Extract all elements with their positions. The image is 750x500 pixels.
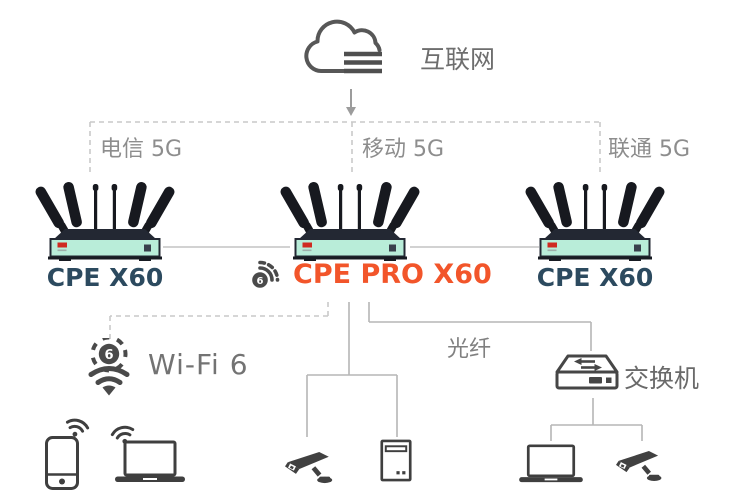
uplink-label-mobile-5g: 移动 5G <box>362 137 445 162</box>
wifi6-label: Wi-Fi 6 <box>148 348 249 381</box>
arrow-down-icon <box>346 89 356 116</box>
switch-label: 交换机 <box>624 364 700 393</box>
smartphone-icon <box>45 436 79 490</box>
fiber-label: 光纤 <box>447 337 492 362</box>
router-right-label: CPE X60 <box>536 263 654 292</box>
laptop-icon <box>516 444 586 484</box>
router-left-label: CPE X60 <box>46 263 164 292</box>
wifi6-icon: 6 <box>88 338 130 396</box>
desktop-tower-icon <box>380 439 412 482</box>
wifi6-badge-digit: 6 <box>257 276 264 287</box>
cctv-camera-icon <box>285 450 337 484</box>
laptop-wireless-icon <box>112 440 188 484</box>
router-center-label: CPE PRO X60 <box>293 258 492 290</box>
router-center-icon <box>280 179 420 261</box>
internet-label: 互联网 <box>420 45 496 74</box>
uplink-label-telecom-5g: 电信 5G <box>100 137 183 162</box>
router-center-label-group: 6 CPE PRO X60 <box>250 257 492 291</box>
router-right-icon <box>525 179 665 261</box>
cctv-camera-icon <box>616 449 666 482</box>
uplink-label-unicom-5g: 联通 5G <box>608 137 691 162</box>
switch-icon <box>555 354 619 390</box>
wifi6-badge-icon: 6 <box>252 260 280 288</box>
cloud-icon <box>304 19 382 74</box>
wifi6-icon-digit: 6 <box>104 348 113 363</box>
router-left-icon <box>35 179 175 261</box>
